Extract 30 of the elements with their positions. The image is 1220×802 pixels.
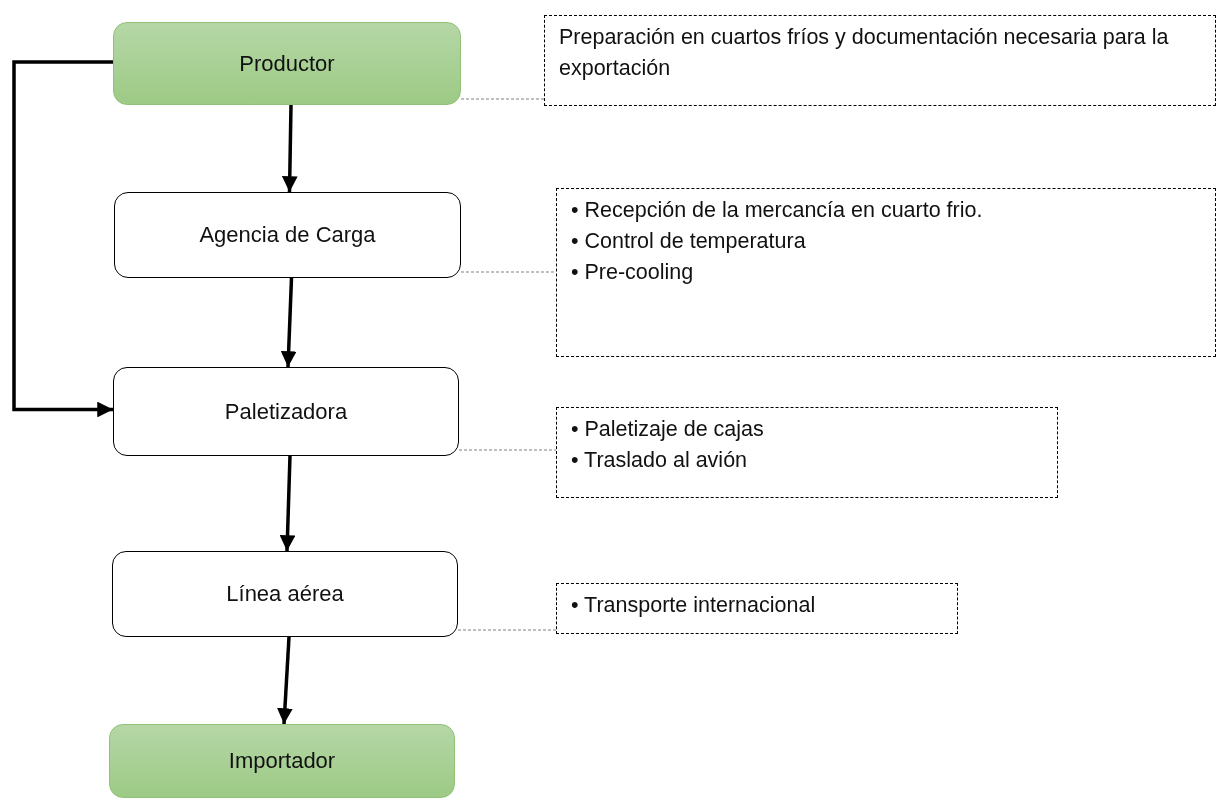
box-label: Importador: [228, 748, 336, 774]
box-label: Productor: [239, 50, 335, 77]
box-label: Línea aérea: [226, 581, 344, 607]
note-text: • Recepción de la mercancía en cuarto frio.: [571, 197, 984, 224]
box-label: Agencia de Carga: [199, 222, 376, 248]
leader-line: [458, 449, 557, 451]
arrow: [280, 277, 297, 368]
note-text: • Traslado al avión: [571, 447, 749, 475]
arrow: [277, 636, 293, 725]
note-text: • Paletizaje de cajas: [571, 416, 765, 443]
leader-line: [457, 629, 557, 631]
leader-line: [460, 98, 545, 100]
process-box: [109, 724, 455, 798]
process-box: [114, 192, 461, 278]
arrow: [12, 60, 113, 418]
note-text: • Pre-cooling: [571, 259, 695, 287]
note-box: [556, 407, 1058, 498]
box-label: Paletizadora: [224, 398, 348, 425]
process-box: [113, 22, 461, 105]
note-text: Preparación en cuartos fríos y documentación necesaria para la exportación: [559, 24, 1170, 83]
arrow: [279, 455, 296, 552]
note-text: • Control de temperatura: [571, 228, 807, 256]
note-text: • Transporte internacional: [571, 592, 817, 619]
note-box: [544, 15, 1216, 106]
note-box: [556, 583, 958, 634]
leader-line: [460, 271, 557, 273]
process-box: [112, 551, 458, 637]
arrow: [281, 104, 298, 193]
note-box: [556, 188, 1216, 357]
process-box: [113, 367, 459, 456]
